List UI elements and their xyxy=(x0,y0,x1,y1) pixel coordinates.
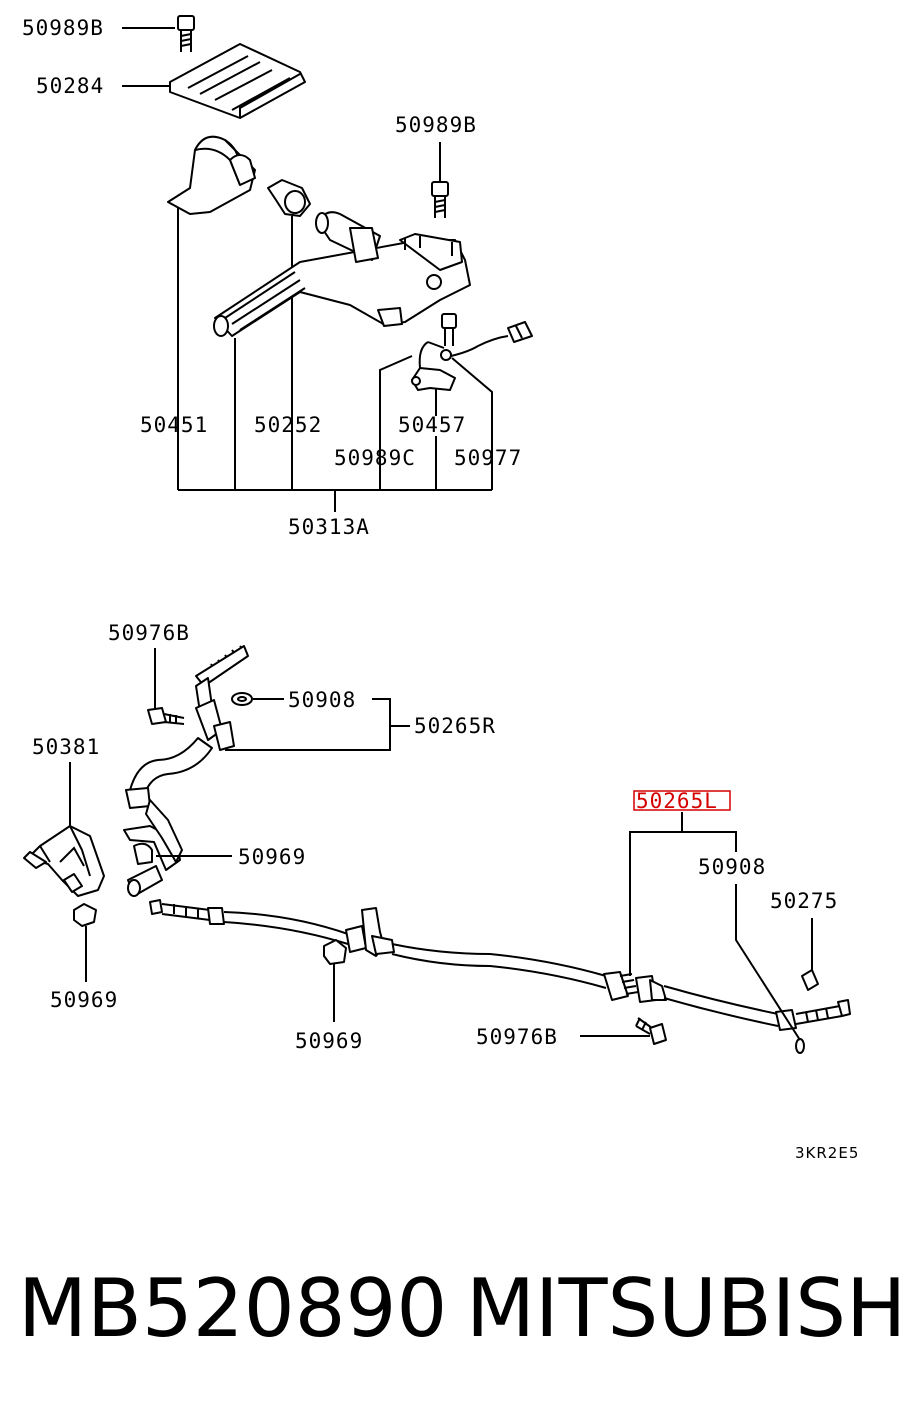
label-50976b-top[interactable]: 50976B xyxy=(108,621,190,645)
footer-bar: MB520890 MITSUBISHI xyxy=(18,1262,909,1382)
part-number: MB520890 xyxy=(18,1262,448,1355)
bushing-50252 xyxy=(267,179,311,217)
label-50284[interactable]: 50284 xyxy=(36,74,104,98)
label-50969-mid[interactable]: 50969 xyxy=(238,845,306,869)
bolt-50989b-top xyxy=(122,15,195,52)
parking-brake-lever xyxy=(213,211,471,337)
label-50275[interactable]: 50275 xyxy=(770,889,838,913)
label-50969-left[interactable]: 50969 xyxy=(50,988,118,1012)
switch-50457 xyxy=(411,313,533,391)
label-50451[interactable]: 50451 xyxy=(140,413,208,437)
label-50265r[interactable]: 50265R xyxy=(414,714,496,738)
bolt-50976b-bottom xyxy=(580,1017,667,1045)
label-50457[interactable]: 50457 xyxy=(398,413,466,437)
label-50381[interactable]: 50381 xyxy=(32,735,100,759)
label-50969-bottom[interactable]: 50969 xyxy=(295,1029,363,1053)
label-50989b-top[interactable]: 50989B xyxy=(22,16,104,40)
cable-main xyxy=(149,899,851,1054)
brand-name: MITSUBISHI xyxy=(466,1262,909,1355)
clip-50969-bottom xyxy=(323,939,347,1022)
label-50976b-bottom[interactable]: 50976B xyxy=(476,1025,558,1049)
cover-50451 xyxy=(167,135,256,215)
label-50989c[interactable]: 50989C xyxy=(334,446,416,470)
bolt-50989b-mid xyxy=(431,142,449,218)
label-50989b-mid[interactable]: 50989B xyxy=(395,113,477,137)
cable-50265r xyxy=(123,645,249,897)
washer-50908-top xyxy=(231,692,284,706)
highlight-box-50265l xyxy=(633,790,731,811)
label-50252[interactable]: 50252 xyxy=(254,413,322,437)
label-50977[interactable]: 50977 xyxy=(454,446,522,470)
parts-diagram: 50989B 50284 50989B 50451 50252 xyxy=(22,15,859,1162)
label-50313a[interactable]: 50313A xyxy=(288,515,370,539)
label-50265l[interactable]: 50265L xyxy=(636,789,718,813)
diagram-code: 3KR2E5 xyxy=(795,1144,859,1162)
bolt-50976b-top xyxy=(147,707,185,725)
label-50908-right[interactable]: 50908 xyxy=(698,855,766,879)
guard-50381 xyxy=(23,825,105,897)
clip-50969-left xyxy=(73,903,97,982)
label-50908-top[interactable]: 50908 xyxy=(288,688,356,712)
bracket-50284 xyxy=(122,43,306,119)
